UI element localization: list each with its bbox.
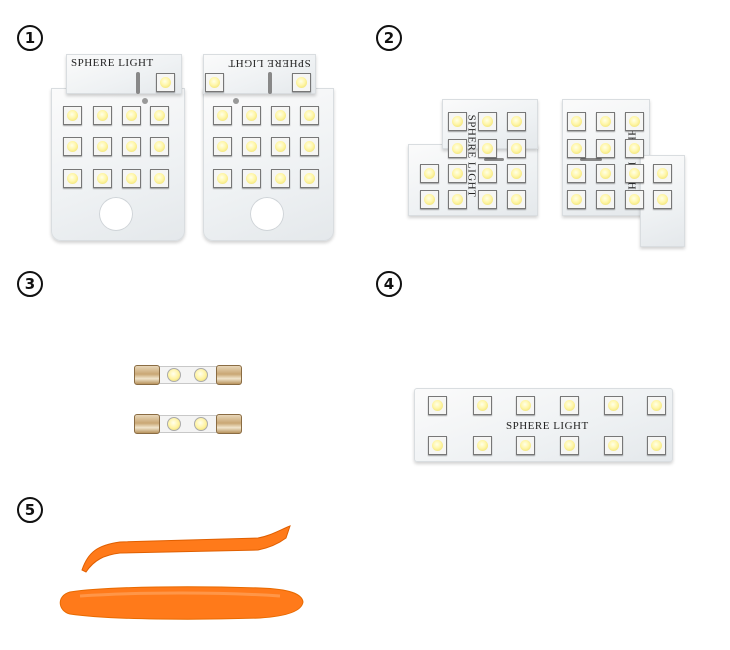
led-chip (625, 139, 644, 158)
led-chip (93, 169, 112, 188)
led-chip (478, 112, 497, 131)
led-chip (150, 137, 169, 156)
item-number-badge-2: 2 (376, 25, 402, 51)
led-chip (63, 169, 82, 188)
led-chip (567, 112, 586, 131)
led-chip (122, 106, 141, 125)
led-chip (156, 73, 175, 92)
led-chip (428, 436, 447, 455)
led-chip (213, 137, 232, 156)
led-chip (448, 190, 467, 209)
board-dot (233, 98, 239, 104)
led-chip (507, 112, 526, 131)
led-chip (473, 396, 492, 415)
led-chip (596, 112, 615, 131)
led-chip (647, 396, 666, 415)
led-chip (625, 164, 644, 183)
led-chip (213, 106, 232, 125)
led-chip (428, 396, 447, 415)
led-chip (242, 137, 261, 156)
led-chip (653, 190, 672, 209)
festoon-led (194, 368, 208, 382)
led-chip (448, 139, 467, 158)
board-dot (142, 98, 148, 104)
festoon-led (167, 368, 181, 382)
led-chip (300, 169, 319, 188)
led-chip (122, 137, 141, 156)
led-chip (604, 436, 623, 455)
led-chip (213, 169, 232, 188)
led-chip (625, 112, 644, 131)
festoon-cap-right (216, 414, 242, 434)
led-chip (242, 169, 261, 188)
led-chip (420, 164, 439, 183)
led-chip (93, 106, 112, 125)
led-chip (93, 137, 112, 156)
led-chip (448, 164, 467, 183)
led-chip (63, 106, 82, 125)
board-hole (250, 197, 284, 231)
led-chip (596, 164, 615, 183)
led-chip (516, 396, 535, 415)
led-chip (625, 190, 644, 209)
led-chip (300, 106, 319, 125)
led-chip (516, 436, 535, 455)
festoon-led (194, 417, 208, 431)
board-hole (99, 197, 133, 231)
festoon-cap-right (216, 365, 242, 385)
led-chip (604, 396, 623, 415)
led-board-luggage (414, 388, 673, 462)
board-slot (484, 158, 504, 161)
led-chip (596, 139, 615, 158)
led-chip (63, 137, 82, 156)
led-chip (205, 73, 224, 92)
board-slot (136, 72, 140, 94)
led-chip (507, 164, 526, 183)
board-slot (580, 158, 602, 161)
led-chip (271, 169, 290, 188)
item-number-badge-3: 3 (17, 271, 43, 297)
led-chip (567, 164, 586, 183)
led-chip (478, 164, 497, 183)
brand-label: SPHERE LIGHT (506, 420, 589, 432)
led-chip (478, 139, 497, 158)
led-chip (150, 106, 169, 125)
festoon-cap-left (134, 365, 160, 385)
led-chip (122, 169, 141, 188)
led-chip (292, 73, 311, 92)
led-chip (473, 436, 492, 455)
item-number-badge-5: 5 (17, 497, 43, 523)
led-chip (596, 190, 615, 209)
led-chip (300, 137, 319, 156)
led-chip (478, 190, 497, 209)
brand-label: SPHERE LIGHT (71, 57, 154, 69)
festoon-cap-left (134, 414, 160, 434)
led-chip (653, 164, 672, 183)
led-chip (271, 106, 290, 125)
led-chip (647, 436, 666, 455)
thin-pry-tool (81, 525, 291, 573)
led-chip (560, 436, 579, 455)
festoon-led (167, 417, 181, 431)
led-chip (242, 106, 261, 125)
led-chip (420, 190, 439, 209)
led-chip (271, 137, 290, 156)
led-chip (560, 396, 579, 415)
led-chip (448, 112, 467, 131)
led-chip (150, 169, 169, 188)
item-number-badge-4: 4 (376, 271, 402, 297)
item-number-badge-1: 1 (17, 25, 43, 51)
led-chip (507, 190, 526, 209)
led-chip (507, 139, 526, 158)
led-chip (567, 139, 586, 158)
led-chip (567, 190, 586, 209)
board-slot (268, 72, 272, 94)
